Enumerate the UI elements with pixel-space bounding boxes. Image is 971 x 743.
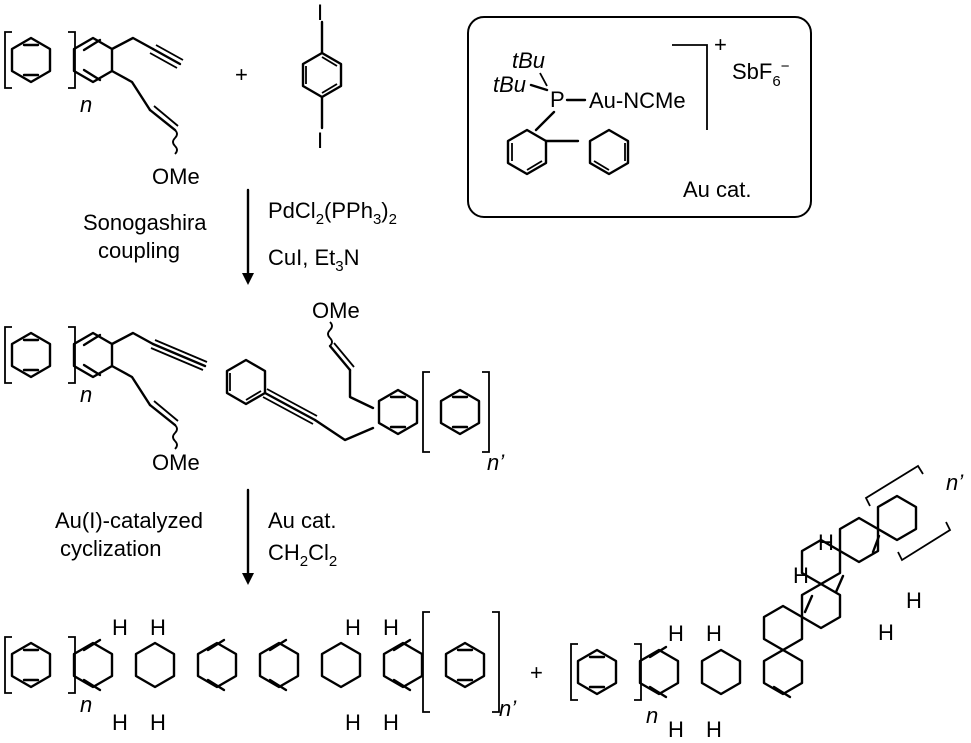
hydrogen-label: H (906, 588, 922, 613)
reactant-diiodobenzene: I I (301, 0, 343, 153)
hydrogen-label: H (112, 710, 128, 735)
gold-catalyst-box: tBu tBu P Au-NCMe + SbF6− Au cat. (467, 16, 812, 218)
hydrogen-label: H (793, 563, 809, 588)
hydrogen-label: H (706, 717, 722, 742)
hydrogen-label: H (383, 615, 399, 640)
methoxy-label-bottom: OMe (152, 450, 200, 475)
sonogashira-label-line2: coupling (98, 238, 180, 263)
plus-sign: + (530, 660, 543, 685)
repeat-label-n: n (80, 692, 92, 717)
phosphorus-label: P (550, 87, 565, 112)
hydrogen-label: H (345, 615, 361, 640)
tbu-label-2: tBu (493, 72, 526, 97)
copper-base-label: CuI, Et3N (268, 245, 359, 275)
gold-catalyst-reagent-label: Au cat. (268, 508, 336, 533)
kinked-product: n n’ H H H H H H H H (570, 464, 964, 742)
repeat-label-n: n (646, 703, 658, 728)
palladium-reagent-label: PdCl2(PPh3)2 (268, 198, 397, 228)
repeat-label-n: n (80, 382, 92, 407)
gold-acetonitrile-label: Au-NCMe (589, 88, 686, 113)
repeat-label-n-prime: n’ (499, 696, 517, 721)
cyclization-label-line1: Au(I)-catalyzed (55, 508, 203, 533)
methoxy-label-top: OMe (312, 298, 360, 323)
hydrogen-label: H (878, 620, 894, 645)
methoxy-label: OMe (152, 164, 200, 189)
plus-sign: + (235, 62, 248, 87)
hydrogen-label: H (818, 530, 834, 555)
tbu-label-1: tBu (512, 48, 545, 73)
sonogashira-label-line1: Sonogashira (83, 210, 207, 235)
iodine-top-label: I (317, 0, 323, 25)
linear-product: n n’ H H H H H H H H (4, 611, 517, 735)
hydrogen-label: H (150, 615, 166, 640)
bis-alkyne-intermediate: n OMe OMe n’ (4, 298, 505, 475)
hydrogen-label: H (706, 621, 722, 646)
iodine-bottom-label: I (317, 128, 323, 153)
solvent-label: CH2Cl2 (268, 540, 337, 570)
reactant-dialkyne-precursor: n OMe (4, 31, 200, 189)
repeat-label-n-prime: n’ (946, 470, 964, 495)
cyclization-label-line2: cyclization (60, 536, 161, 561)
hydrogen-label: H (345, 710, 361, 735)
counterion-label: SbF6− (732, 58, 790, 90)
repeat-label-n-prime: n’ (487, 450, 505, 475)
hydrogen-label: H (112, 615, 128, 640)
repeat-label-n: n (80, 92, 92, 117)
hydrogen-label: H (150, 710, 166, 735)
hydrogen-label: H (383, 710, 399, 735)
charge-label: + (714, 32, 727, 57)
hydrogen-label: H (668, 717, 684, 742)
hydrogen-label: H (668, 621, 684, 646)
catalyst-label: Au cat. (683, 177, 751, 202)
